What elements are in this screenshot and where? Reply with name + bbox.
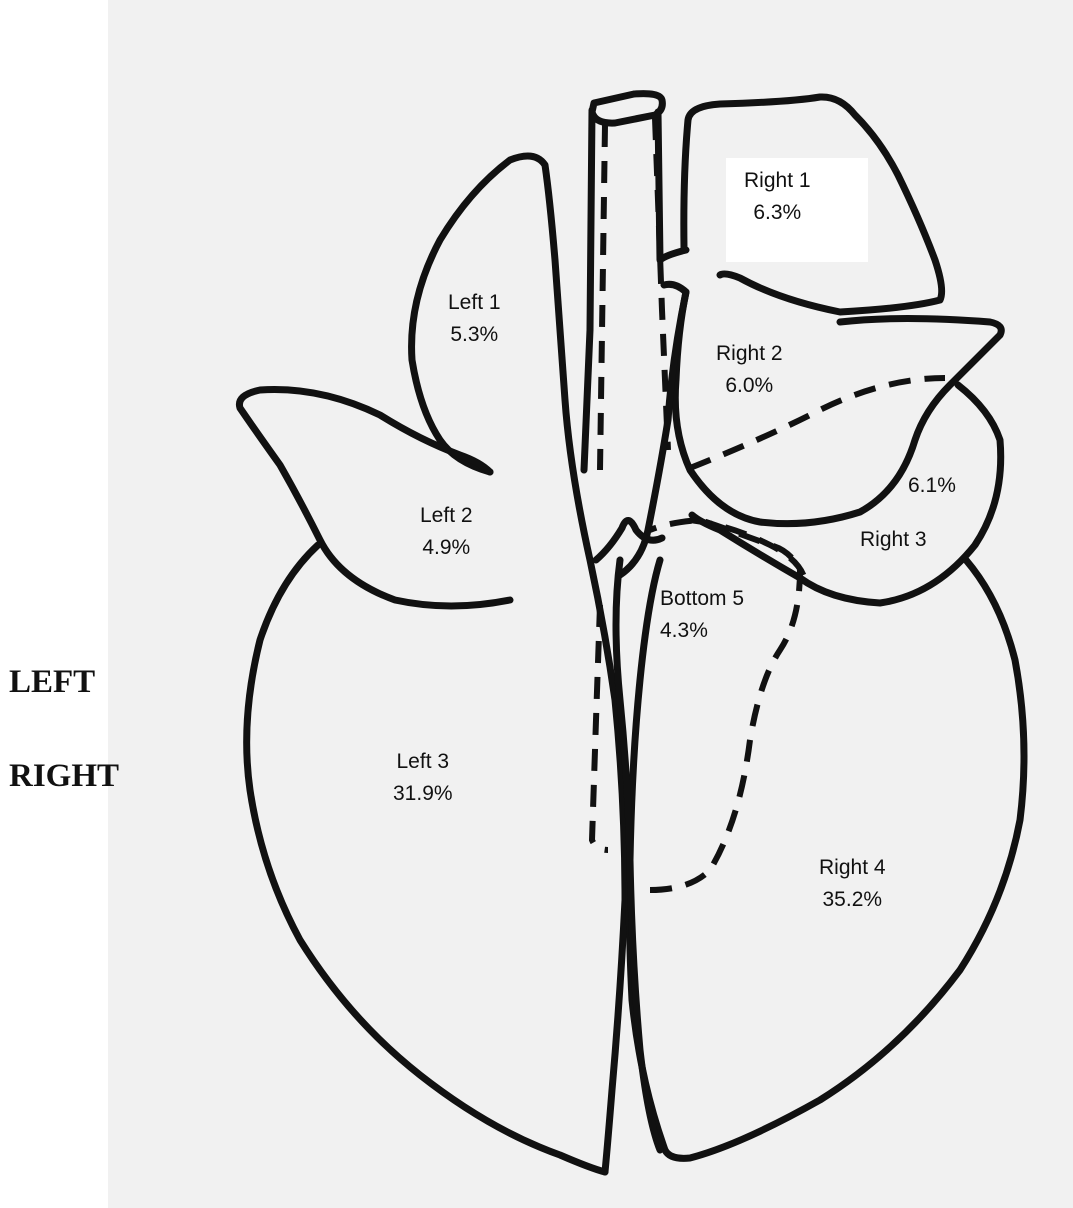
trachea-inner-line-left [600, 125, 605, 470]
right3-name-label: Right 3 [860, 524, 927, 556]
right2-label: Right 2 6.0% [716, 338, 783, 402]
bottom5-name: Bottom 5 [660, 583, 744, 615]
left2-lobe-outline [239, 390, 510, 606]
left2-label: Left 2 4.9% [420, 500, 473, 564]
left1-label: Left 1 5.3% [448, 287, 501, 351]
right4-label: Right 4 35.2% [819, 852, 886, 916]
right1-name: Right 1 [744, 165, 811, 197]
bottom5-label: Bottom 5 4.3% [660, 583, 744, 647]
left2-percent: 4.9% [420, 532, 473, 564]
left1-percent: 5.3% [448, 319, 501, 351]
right2-name: Right 2 [716, 338, 783, 370]
right3-percent: 6.1% [908, 470, 956, 502]
right3-name: Right 3 [860, 524, 927, 556]
left3-label: Left 3 31.9% [393, 746, 453, 810]
right1-percent: 6.3% [744, 197, 811, 229]
left3-name: Left 3 [393, 746, 453, 778]
right-side-label: RIGHT [9, 758, 119, 795]
left2-name: Left 2 [420, 500, 473, 532]
right1-label: Right 1 6.3% [744, 165, 811, 229]
left3-percent: 31.9% [393, 778, 453, 810]
right3-percent-label: 6.1% [908, 470, 956, 502]
bottom5-percent: 4.3% [660, 615, 744, 647]
left1-name: Left 1 [448, 287, 501, 319]
right4-percent: 35.2% [819, 884, 886, 916]
left-side-label: LEFT [9, 664, 95, 701]
left3-lobe-outline [247, 545, 605, 1172]
right2-percent: 6.0% [716, 370, 783, 402]
right4-name: Right 4 [819, 852, 886, 884]
